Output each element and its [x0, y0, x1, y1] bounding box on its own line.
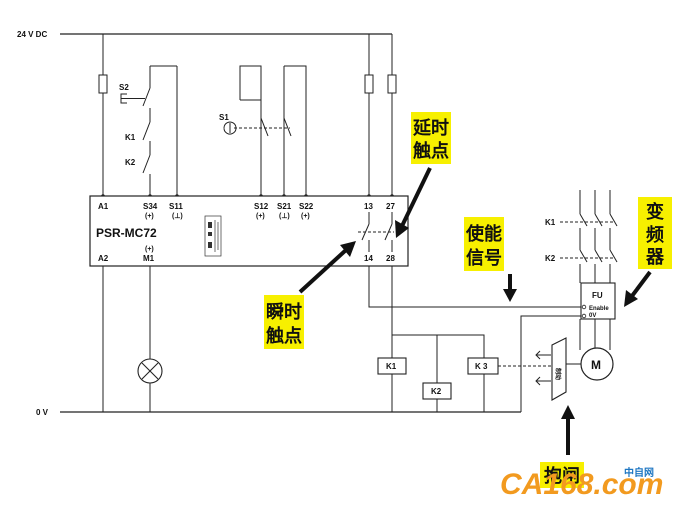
term-s21-sub: (⊥): [279, 212, 290, 220]
term-s22-sub: (+): [301, 213, 310, 220]
callout-enable-line1: 使能: [465, 223, 502, 245]
term-a2: A2: [98, 254, 109, 263]
callout-instant-line2: 触点: [266, 325, 302, 347]
watermark-logo: CA168.com 中自网: [500, 466, 663, 501]
term-s22: S22: [299, 202, 314, 211]
switch-s1-label: S1: [219, 113, 229, 122]
wire-s12: [240, 99, 262, 196]
callout-brake: 抱闸: [540, 462, 584, 488]
coil-k2-label: K2: [431, 387, 442, 396]
coil-k1-label: K1: [386, 362, 397, 371]
callout-instant-contact: 瞬时 触点: [264, 295, 304, 349]
rail-0v-label: 0 V: [36, 408, 49, 417]
callout-inverter-line2: 频: [646, 224, 664, 246]
drive-0v-label: 0V: [589, 313, 596, 319]
wire-0v-drive: [520, 315, 585, 412]
term-s11-sub: (⊥): [172, 212, 183, 220]
rail-24v-label: 24 V DC: [17, 30, 47, 39]
term-s21: S21: [277, 202, 292, 211]
callout-delay-line2: 触点: [413, 140, 449, 162]
wire-coil-bus: [392, 334, 485, 358]
brake-icon: [551, 337, 567, 401]
brake-label: 制动: [554, 368, 562, 380]
main-k1-label: K1: [545, 218, 556, 227]
drive-enable-label: Enable: [589, 306, 609, 312]
callout-instant-line1: 瞬时: [266, 301, 302, 323]
term-s34: S34: [143, 202, 158, 211]
term-s34-sub: (+): [145, 213, 154, 220]
callout-inverter: 变 频 器: [638, 197, 672, 269]
contact-k1-blade: [142, 121, 151, 141]
safety-relay-box: [89, 195, 409, 267]
main-contactor-k1: [576, 213, 618, 228]
contact-k1-label: K1: [125, 133, 136, 142]
term-14: 14: [364, 254, 373, 263]
drive-fu-box: [580, 282, 616, 320]
arrow-brake-icon: [561, 405, 575, 455]
switch-s2-blade: [142, 87, 151, 107]
wire-loop-a: [239, 65, 262, 100]
contact-k2-blade: [142, 154, 151, 174]
wire-s21-s22: [283, 65, 307, 196]
callout-brake-text: 抱闸: [544, 465, 580, 487]
main-k2-label: K2: [545, 254, 556, 263]
main-contactor-k2: [576, 249, 618, 264]
callout-inverter-line3: 器: [645, 247, 665, 268]
fuse-left: [98, 74, 108, 94]
callout-enable-line2: 信号: [466, 247, 502, 269]
term-s12-sub: (+): [256, 213, 265, 220]
drive-0v-terminal: [581, 313, 587, 319]
fuse-27: [387, 74, 397, 94]
term-m1-sub: (+): [145, 246, 154, 253]
arrow-inverter-icon: [624, 270, 652, 307]
wire-14-enable: [368, 266, 585, 308]
callout-delay-line1: 延时: [412, 118, 449, 139]
watermark-text: CA168.com: [500, 468, 663, 501]
contact-s1a: [260, 117, 269, 137]
lamp-icon: [137, 358, 163, 384]
brake-arrow-upper-icon: [535, 350, 551, 360]
coil-k3-label: K 3: [475, 362, 488, 371]
switch-s2-label: S2: [119, 83, 129, 92]
term-13: 13: [364, 202, 373, 211]
term-27: 27: [386, 202, 395, 211]
arrow-delay-icon: [395, 167, 432, 238]
estop-mushroom-icon: [223, 121, 237, 135]
term-a1: A1: [98, 202, 109, 211]
relay-model: PSR-MC72: [96, 226, 157, 240]
fuse-13: [364, 74, 374, 94]
arrow-instant-icon: [298, 241, 356, 294]
motor-label: M: [591, 358, 601, 372]
term-s11: S11: [169, 202, 183, 211]
switch-s2-actuator: [120, 93, 145, 104]
arrow-enable-icon: [503, 274, 517, 302]
contact-k2-label: K2: [125, 158, 136, 167]
contact-s1b: [283, 117, 292, 137]
callout-enable-signal: 使能 信号: [464, 217, 504, 271]
term-s12: S12: [254, 202, 269, 211]
term-28: 28: [386, 254, 395, 263]
callout-delay-contact: 延时 触点: [411, 112, 451, 164]
drive-fu-label: FU: [592, 291, 603, 300]
drive-enable-terminal: [581, 304, 587, 310]
brake-arrow-lower-icon: [535, 376, 551, 386]
term-m1: M1: [143, 254, 155, 263]
callout-inverter-line1: 变: [646, 201, 664, 223]
relay-internal-block-icon: [204, 215, 222, 257]
watermark-cn: 中自网: [624, 466, 654, 479]
